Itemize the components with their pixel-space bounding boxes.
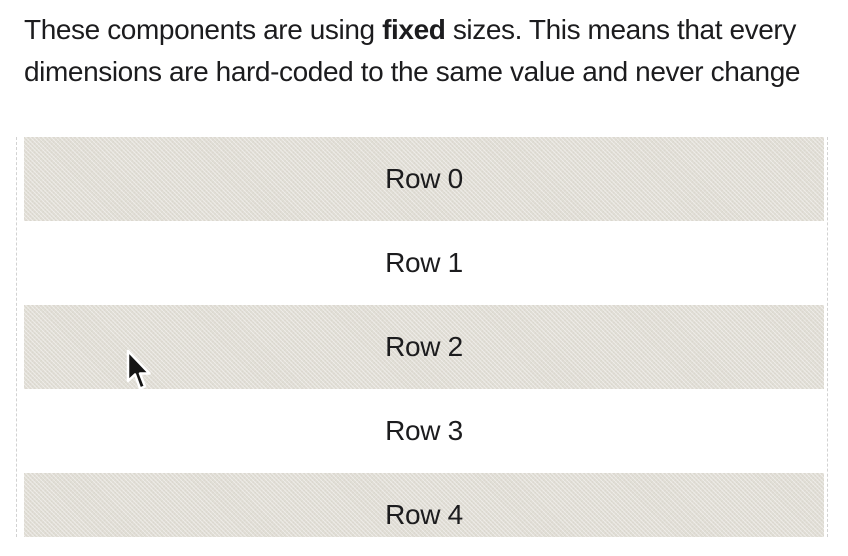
intro-line-2: dimensions are hard-coded to the same va… [24,56,801,87]
list-item: Row 4 [24,473,824,537]
intro-line-1: These components are using fixed sizes. … [24,9,800,51]
list-item: Row 0 [24,137,824,221]
list-item: Row 3 [24,389,824,473]
intro-text-pre: These components are using [24,14,383,45]
intro-text-bold-fixed: fixed [382,14,446,45]
list-item: Row 1 [24,221,824,305]
list-item: Row 2 [24,305,824,389]
intro-paragraph: These components are using fixed sizes. … [24,9,800,93]
intro-text-post: sizes. This means that every [445,14,797,45]
